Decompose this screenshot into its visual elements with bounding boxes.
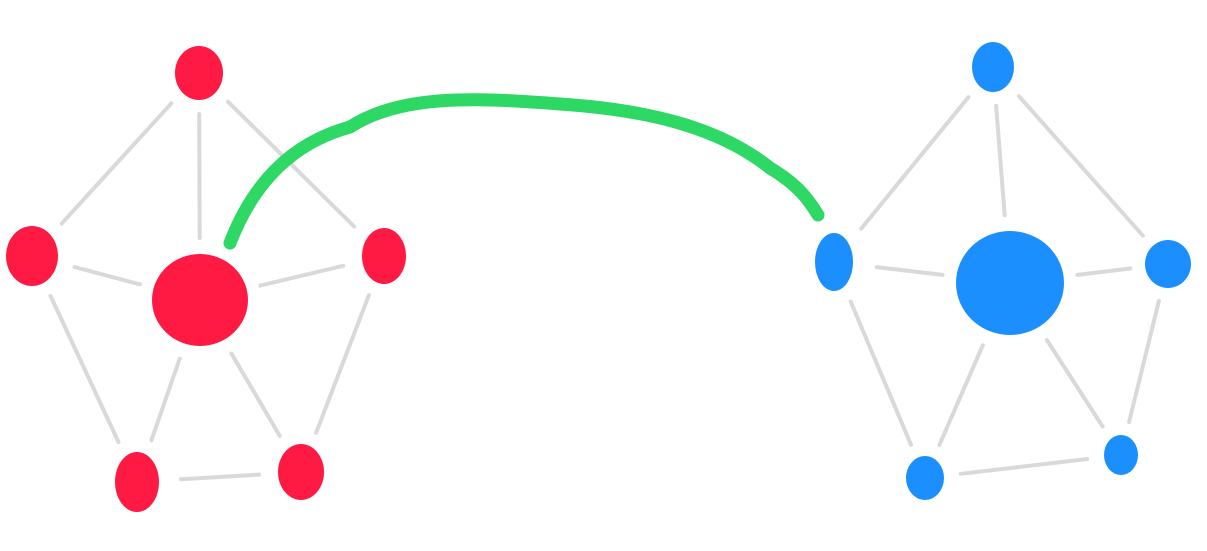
left-node-bottom-left [115, 452, 159, 512]
right-node-left [815, 233, 853, 291]
right-edge-top-left [859, 95, 971, 231]
right-node-top [972, 42, 1014, 92]
left-node-top [175, 46, 223, 100]
left-edge-left-bottom-left [48, 293, 121, 445]
right-edge-hub-bottom-left [937, 343, 985, 447]
left-node-right [362, 228, 406, 284]
right-edge-hub-bottom-right [1044, 338, 1105, 429]
right-node-bottom-left [906, 456, 944, 500]
right-node-right [1145, 240, 1191, 288]
edges-layer [48, 94, 1161, 482]
left-node-left [6, 226, 58, 286]
nodes-layer [6, 42, 1191, 512]
left-hub-node [152, 254, 248, 346]
left-edge-hub-right [258, 263, 346, 288]
left-edge-left-hub [72, 265, 142, 287]
left-edge-top-left [59, 101, 174, 226]
left-node-bottom-right [278, 444, 324, 500]
right-edge-top-hub [994, 103, 1007, 218]
left-edge-hub-bottom-right [229, 351, 282, 438]
bridge-edge [223, 93, 825, 250]
right-edge-left-bottom-left [848, 299, 913, 447]
left-edge-right-bottom-right [314, 293, 371, 435]
right-edge-left-hub [874, 265, 945, 277]
right-edge-hub-right [1075, 266, 1133, 277]
right-edge-top-right [1016, 94, 1145, 238]
right-edge-bottom-left-bottom-right [958, 457, 1090, 476]
left-edge-top-hub [197, 112, 202, 240]
right-hub-node [956, 231, 1064, 335]
left-edge-bottom-left-bottom-right [178, 472, 262, 482]
right-edge-right-bottom-right [1127, 298, 1161, 424]
right-node-bottom-right [1104, 435, 1138, 475]
left-edge-hub-bottom-left [149, 356, 182, 443]
